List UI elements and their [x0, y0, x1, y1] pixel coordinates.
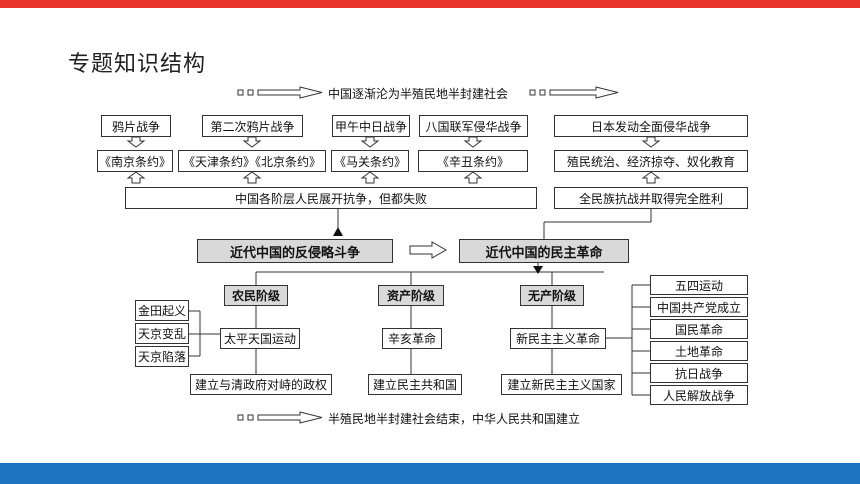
- colonial-rule-box: 殖民统治、经济掠夺、奴化教育: [554, 150, 748, 172]
- class-bourgeois-box: 资产阶级: [378, 285, 444, 306]
- event-cpc-founding: 中国共产党成立: [650, 297, 748, 317]
- result-republic: 建立民主共和国: [368, 374, 462, 395]
- treaty-box-boxer: 《辛丑条约》: [418, 150, 528, 172]
- bottom-caption: 半殖民地半封建社会结束，中华人民共和国建立: [328, 412, 581, 426]
- event-liberation-war: 人民解放战争: [650, 385, 748, 405]
- top-accent-bar: [0, 0, 860, 8]
- treaty-box-shimonoseki: 《马关条约》: [331, 150, 409, 172]
- democratic-revolution-box: 近代中国的民主革命: [459, 239, 629, 263]
- event-national-revolution: 国民革命: [650, 319, 748, 339]
- event-anti-japanese-war: 抗日战争: [650, 363, 748, 383]
- bottom-accent-bar: [0, 463, 860, 484]
- movement-taiping: 太平天国运动: [220, 328, 300, 349]
- event-jintian-uprising: 金田起义: [135, 300, 189, 321]
- war-box-second-opium: 第二次鸦片战争: [202, 115, 303, 137]
- event-tianjing-incident: 天京变乱: [135, 323, 189, 344]
- page-title: 专题知识结构: [68, 52, 207, 77]
- class-peasant-box: 农民阶级: [224, 285, 288, 306]
- war-box-japanese-invasion: 日本发动全面侵华战争: [554, 115, 748, 137]
- war-box-eight-nation: 八国联军侵华战争: [419, 115, 528, 137]
- event-may-fourth: 五四运动: [650, 275, 748, 295]
- war-box-sino-japanese: 甲午中日战争: [332, 115, 410, 137]
- class-proletariat-box: 无产阶级: [520, 285, 584, 306]
- anti-aggression-struggle-box: 近代中国的反侵略斗争: [197, 239, 393, 263]
- event-land-revolution: 土地革命: [650, 341, 748, 361]
- treaty-box-tianjin-beijing: 《天津条约》《北京条约》: [178, 150, 326, 172]
- resistance-victory-box: 全民族抗战并取得完全胜利: [554, 187, 748, 209]
- result-parallel-regime: 建立与清政府对峙的政权: [190, 374, 332, 395]
- resistance-failed-box: 中国各阶层人民展开抗争，但都失败: [125, 187, 537, 209]
- event-tianjing-fall: 天京陷落: [135, 346, 189, 367]
- movement-new-democratic: 新民主主义革命: [510, 328, 606, 349]
- top-caption: 中国逐渐沦为半殖民地半封建社会: [328, 87, 509, 101]
- treaty-box-nanjing: 《南京条约》: [97, 150, 173, 172]
- war-box-opium: 鸦片战争: [101, 115, 171, 137]
- movement-xinhai: 辛亥革命: [382, 328, 442, 349]
- result-new-democratic-state: 建立新民主主义国家: [501, 374, 622, 395]
